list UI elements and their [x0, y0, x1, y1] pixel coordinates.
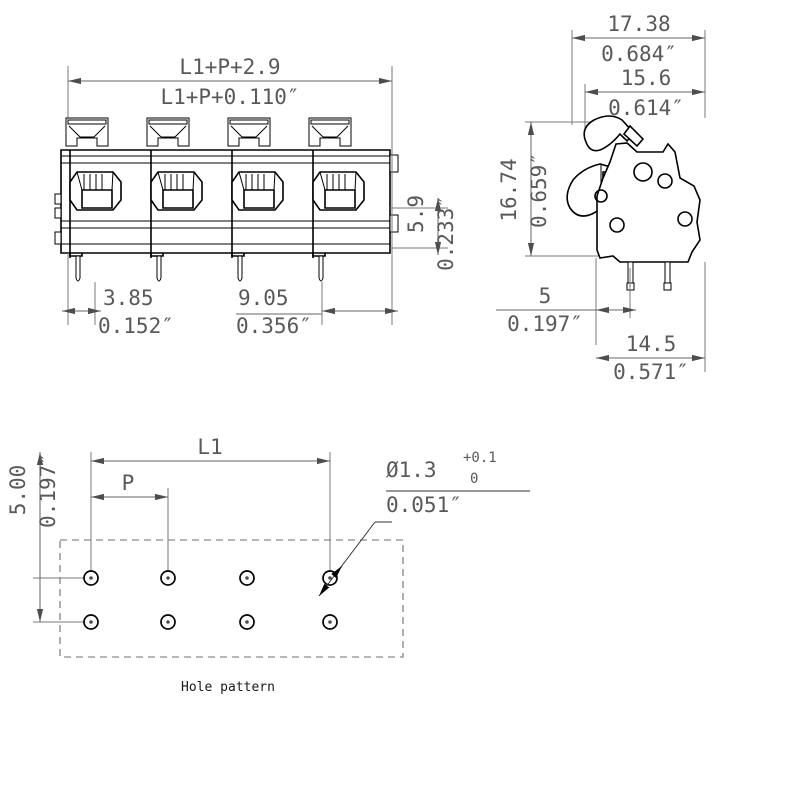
hole [83, 614, 99, 630]
clamp-head [227, 117, 271, 147]
front-pin-span-dimension: 9.05 0.356″ [236, 122, 398, 338]
hole-diameter-callout: Ø1.3 +0.1 0 0.051″ [318, 450, 530, 597]
hole [83, 570, 99, 586]
front-solder-pins [75, 255, 324, 282]
hole-row-top [83, 570, 338, 586]
side-height-dimension: 16.74 0.659″ [497, 121, 600, 257]
clamp-head-group [65, 117, 352, 147]
hole-pattern-row-spacing-in: 0.197″ [36, 452, 60, 528]
front-housing [54, 149, 399, 258]
clamp-head [65, 117, 109, 147]
side-total-depth-in: 0.684″ [601, 42, 677, 66]
side-body-depth-mm: 15.6 [621, 66, 672, 90]
wire-clamp [312, 171, 365, 211]
clamp-head [146, 117, 190, 147]
side-body [566, 115, 701, 291]
side-total-depth-dimension: 17.38 0.684″ [571, 12, 706, 125]
side-base-depth-dimension: 14.5 0.571″ [596, 262, 706, 384]
side-height-in: 0.659″ [527, 152, 551, 228]
hole-pattern-caption: Hole pattern [181, 680, 275, 695]
hole-pattern-row-spacing-dimension: 5.00 0.197″ [6, 452, 91, 623]
hole [322, 614, 338, 630]
hole [322, 570, 338, 586]
hole-row-bottom [83, 614, 338, 630]
hole [160, 570, 176, 586]
wire-clamp-group [69, 171, 365, 211]
hole-diameter-value: Ø1.3 [386, 458, 437, 482]
front-pin-span-in: 0.356″ [236, 314, 312, 338]
hole-pattern-row-spacing-mm: 5.00 [6, 465, 30, 516]
hole [160, 614, 176, 630]
side-body-depth-in: 0.614″ [608, 96, 684, 120]
hole-pattern-pitch-label: P [122, 471, 135, 495]
wire-clamp [231, 171, 284, 211]
hole-diameter-value-in: 0.051″ [386, 493, 462, 517]
side-view: 17.38 0.684″ 15.6 0.614″ 16.74 0.659″ [496, 12, 706, 384]
front-height-mm: 5.9 [404, 195, 428, 233]
hole-diameter-tolerance-upper: +0.1 [463, 450, 497, 466]
front-height-in: 0.233″ [434, 195, 458, 271]
front-overall-width-dimension: L1+P+2.9 L1+P+0.110″ [67, 55, 393, 145]
hole-pattern-pitch-dimension: P [91, 471, 169, 578]
hole [239, 570, 255, 586]
side-pin-offset-in: 0.197″ [507, 312, 583, 336]
front-first-pin-dimension: 3.85 0.152″ [62, 253, 174, 338]
front-pin-span-mm: 9.05 [238, 286, 289, 310]
clamp-head [308, 117, 352, 147]
wire-clamp [69, 171, 122, 211]
hole-pattern-length-dimension: L1 [90, 435, 331, 578]
front-first-pin-mm: 3.85 [103, 286, 154, 310]
front-view: L1+P+2.9 L1+P+0.110″ [54, 55, 458, 338]
front-body [54, 117, 399, 282]
side-body-depth-dimension: 15.6 0.614″ [584, 66, 705, 130]
side-height-mm: 16.74 [497, 158, 521, 221]
hole-pattern-board-outline [59, 539, 404, 658]
front-overall-width-in: L1+P+0.110″ [160, 85, 299, 109]
side-pin-offset-mm: 5 [539, 284, 552, 308]
hole-pattern-length-label: L1 [197, 435, 222, 459]
front-first-pin-in: 0.152″ [98, 314, 174, 338]
side-pin-offset-dimension: 5 0.197″ [496, 258, 636, 345]
hole-diameter-tolerance-lower: 0 [470, 471, 478, 487]
side-base-depth-mm: 14.5 [626, 332, 677, 356]
hole [239, 614, 255, 630]
hole-pattern-view: L1 P 5.00 0.197″ [6, 435, 530, 695]
front-overall-width-mm: L1+P+2.9 [179, 55, 280, 79]
front-height-dimension: 5.9 0.233″ [390, 195, 458, 271]
side-base-depth-in: 0.571″ [613, 360, 689, 384]
wire-clamp [150, 171, 203, 211]
side-total-depth-mm: 17.38 [607, 12, 670, 36]
